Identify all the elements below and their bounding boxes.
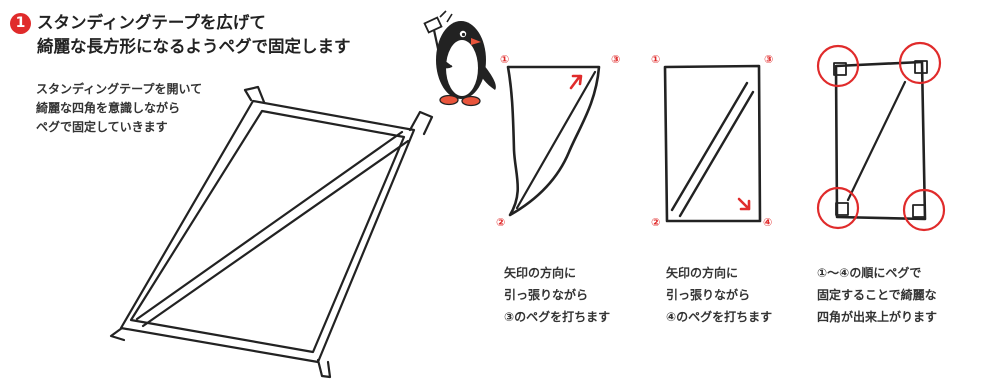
- description-line-2: 綺麗な四角を意識しながら: [36, 101, 181, 115]
- panel-3-caption: ①〜④の順にペグで 固定することで綺麗な 四角が出来上がります: [817, 262, 1000, 328]
- description-line-3: ペグで固定していきます: [36, 120, 168, 134]
- panel-3-caption-line: 四角が出来上がります: [817, 310, 938, 324]
- panel-3-caption-line: ①〜④の順にペグで: [817, 266, 922, 280]
- arrow-down-right-icon: [737, 197, 751, 211]
- panel-1-corner-label-2: ②: [496, 216, 506, 229]
- panel-2-corner-label-2: ②: [651, 216, 661, 229]
- panel-1-corner-label-3: ③: [611, 53, 621, 66]
- step-description: スタンディングテープを開いて 綺麗な四角を意識しながら ペグで固定していきます: [36, 80, 276, 137]
- panel-1-caption-line: 引っ張りながら: [504, 288, 589, 302]
- panel-2-corner-label-1: ①: [651, 53, 661, 66]
- panel-3-caption-line: 固定することで綺麗な: [817, 288, 937, 302]
- panel-2-corner-label-3: ③: [764, 53, 774, 66]
- standing-tape-drawing: [109, 85, 434, 379]
- panel-2-caption-line: 矢印の方向に: [666, 266, 739, 280]
- panel-2-drawing: [663, 64, 762, 223]
- tape-loop-bottom-left: [109, 326, 126, 342]
- tape-loop-top-right: [408, 110, 434, 136]
- description-line-1: スタンディングテープを開いて: [36, 82, 203, 96]
- title-line-1: スタンディングテープを広げて: [37, 13, 266, 32]
- panel-1-drawing: [506, 65, 601, 217]
- arrow-up-right-icon: [569, 74, 583, 90]
- panel-2-corner-label-4: ④: [763, 216, 773, 229]
- step-number-badge: 1: [10, 13, 31, 34]
- tape-loop-top-left: [243, 85, 266, 104]
- panel-1-caption-line: 矢印の方向に: [504, 266, 577, 280]
- panel-2-caption-line: 引っ張りながら: [666, 288, 751, 302]
- tape-loop-bottom-right: [316, 358, 332, 379]
- panel-1-corner-label-1: ①: [500, 53, 510, 66]
- highlight-corner-2: [816, 186, 860, 230]
- panel-2-caption: 矢印の方向に 引っ張りながら ④のペグを打ちます: [666, 262, 856, 328]
- panel-3-drawing: [816, 41, 946, 232]
- highlight-corner-4: [902, 188, 946, 232]
- step-title: スタンディングテープを広げて 綺麗な長方形になるようペグで固定します: [37, 11, 407, 59]
- highlight-corner-1: [816, 44, 860, 88]
- panel-2-caption-line: ④のペグを打ちます: [666, 310, 773, 324]
- penguin-mascot-icon: [423, 10, 496, 107]
- panel-1-caption: 矢印の方向に 引っ張りながら ③のペグを打ちます: [504, 262, 694, 328]
- highlight-corner-3: [898, 41, 942, 85]
- title-line-2: 綺麗な長方形になるようペグで固定します: [37, 37, 351, 56]
- panel-1-caption-line: ③のペグを打ちます: [504, 310, 611, 324]
